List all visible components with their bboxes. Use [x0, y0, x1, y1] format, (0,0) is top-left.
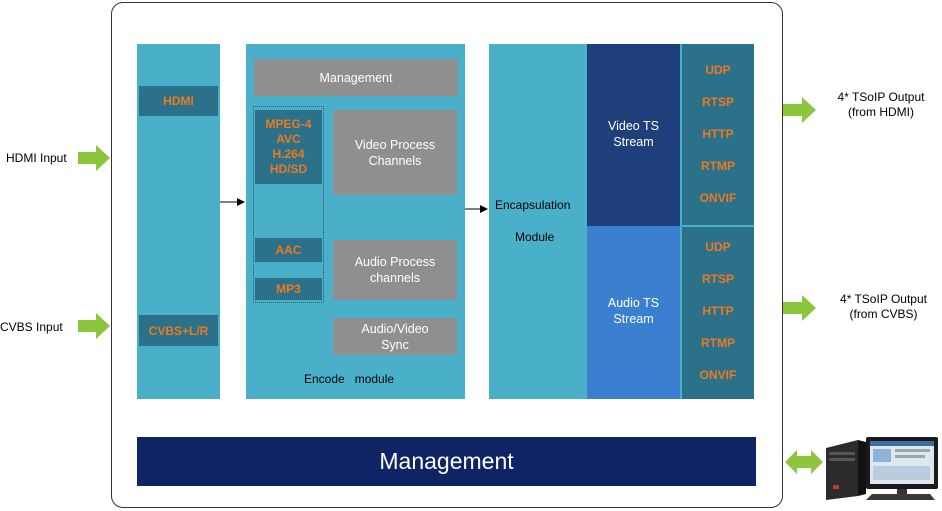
cvbs-input-arrow: [78, 313, 110, 339]
encapsulation-subtitle: Module: [515, 230, 555, 244]
encode-module-label: Encode module: [304, 372, 395, 386]
cvbs-interface-box: CVBS+L/R: [139, 315, 218, 346]
hdmi-input-label: HDMI Input: [6, 151, 67, 165]
video-protocol-box: [682, 44, 754, 225]
audio-process-box: Audio Process channels: [333, 240, 457, 300]
video-ts-stream-box: [587, 44, 680, 226]
codec-group-dotted: [253, 106, 324, 303]
cvbs-output-arrow: [783, 295, 816, 321]
video-ts-stream-label: Video TS Stream: [608, 119, 659, 149]
video-process-box: Video Process Channels: [333, 110, 457, 195]
cvbs-output-label: 4* TSoIP Output (from CVBS): [840, 292, 927, 321]
video-protocol-onvif: ONVIF: [699, 191, 737, 205]
audio-ts-stream-label: Audio TS Stream: [607, 296, 660, 326]
audio-protocol-box: [682, 227, 754, 399]
encode-management-box: Management: [254, 59, 458, 96]
video-protocol-http: HTTP: [702, 127, 734, 141]
aac-box: AAC: [255, 238, 322, 262]
audio-protocol-udp: UDP: [705, 240, 731, 254]
management-bar: Management: [137, 437, 756, 486]
video-codec-box: MPEG-4 AVC H.264 HD/SD: [255, 110, 322, 184]
hdmi-output-arrow: [783, 97, 816, 123]
hdmi-input-arrow: [78, 145, 110, 171]
mp3-box: MP3: [255, 278, 322, 300]
hdmi-output-label: 4* TSoIP Output (from HDMI): [837, 90, 925, 119]
audio-protocol-rtsp: RTSP: [701, 272, 734, 286]
audio-protocol-onvif: ONVIF: [699, 368, 737, 382]
management-double-arrow: [785, 450, 823, 474]
av-sync-box: Audio/Video Sync: [333, 318, 457, 355]
hdmi-interface-box: HDMI: [139, 86, 218, 116]
audio-ts-stream-box: [587, 226, 680, 399]
audio-protocol-rtmp: RTMP: [701, 336, 735, 350]
encapsulation-title: Encapsulation: [495, 198, 571, 212]
computer-icon: [826, 437, 938, 500]
video-protocol-udp: UDP: [705, 63, 731, 77]
cvbs-input-label: CVBS Input: [0, 320, 63, 334]
video-protocol-rtsp: RTSP: [701, 95, 734, 109]
audio-protocol-http: HTTP: [702, 304, 734, 318]
video-protocol-rtmp: RTMP: [701, 159, 735, 173]
